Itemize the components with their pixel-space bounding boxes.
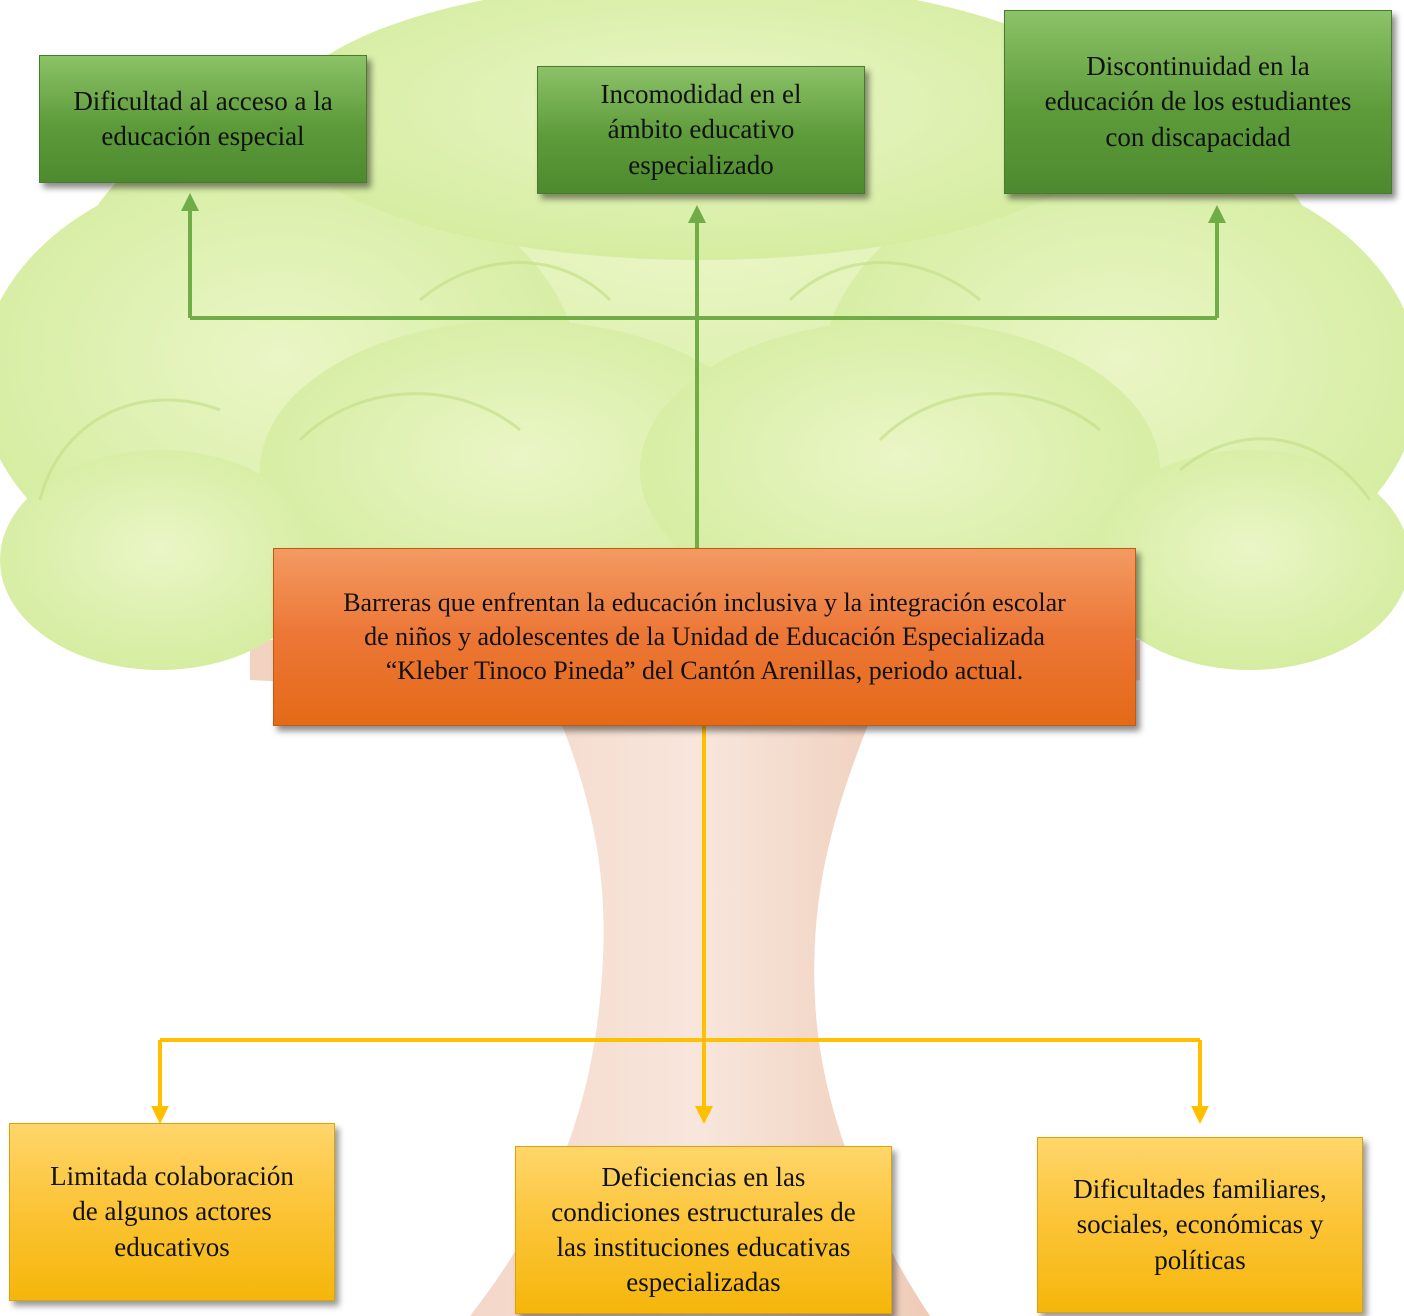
cause-text-2: Deficiencias en las condiciones estructu… — [551, 1161, 856, 1298]
canopy-outlines — [38, 261, 1372, 501]
central-problem-text: Barreras que enfrentan la educación incl… — [343, 588, 1066, 685]
effect-box-1: Dificultad al acceso a la educación espe… — [39, 55, 367, 183]
cause-box-3: Dificultades familiares, sociales, econó… — [1037, 1137, 1363, 1313]
effect-text-1: Dificultad al acceso a la educación espe… — [73, 85, 333, 151]
effect-text-2: Incomodidad en el ámbito educativo espec… — [600, 79, 802, 180]
cause-connectors — [151, 726, 1209, 1124]
effect-box-3: Discontinuidad en la educación de los es… — [1004, 10, 1392, 194]
cause-box-2: Deficiencias en las condiciones estructu… — [515, 1146, 892, 1314]
cause-text-1: Limitada colaboración de algunos actores… — [50, 1161, 294, 1262]
cause-box-1: Limitada colaboración de algunos actores… — [9, 1123, 335, 1301]
cause-text-3: Dificultades familiares, sociales, econó… — [1073, 1174, 1327, 1275]
effect-box-2: Incomodidad en el ámbito educativo espec… — [537, 66, 865, 194]
effect-text-3: Discontinuidad en la educación de los es… — [1044, 51, 1352, 152]
effect-connectors — [181, 193, 1226, 548]
central-problem-box: Barreras que enfrentan la educación incl… — [273, 548, 1136, 726]
